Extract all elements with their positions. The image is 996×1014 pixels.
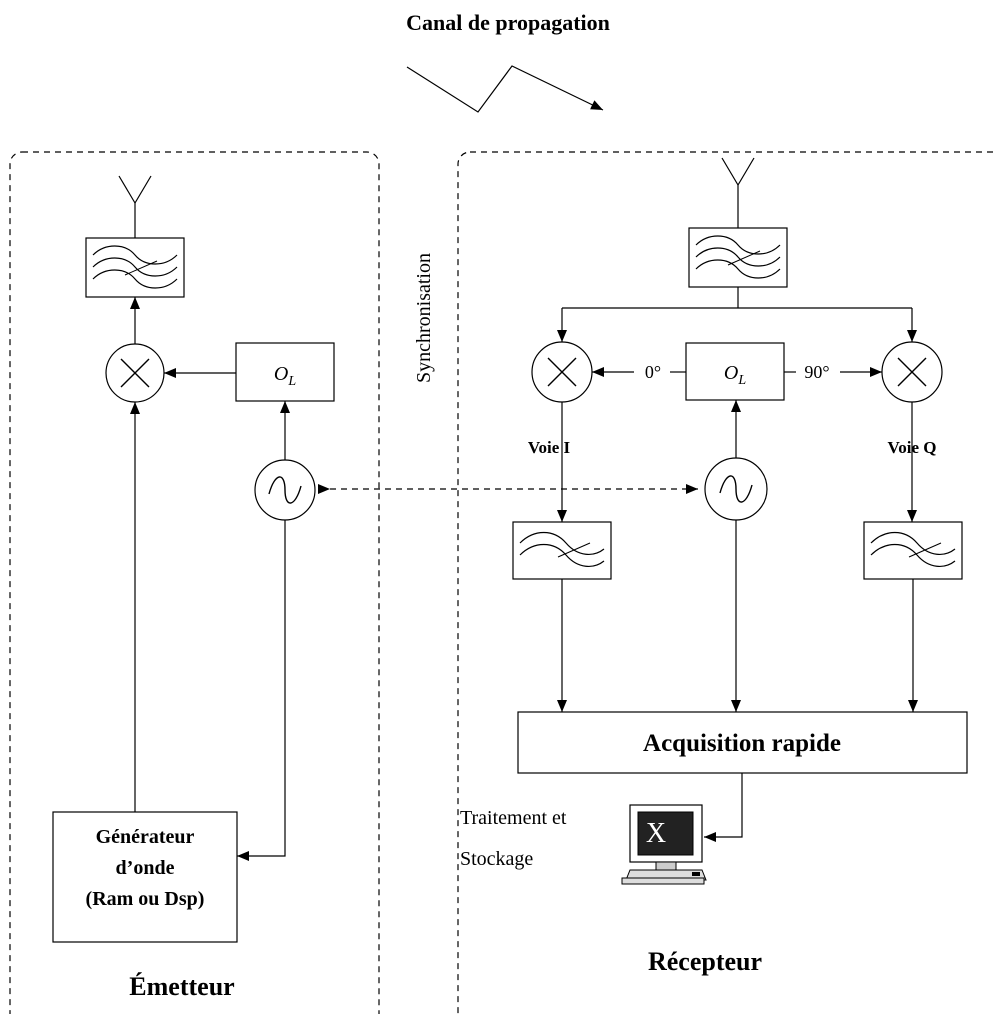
phase-0-label: 0° [645, 362, 661, 382]
rx-lo-label: O [724, 362, 738, 384]
rx-oscillator-icon [704, 457, 768, 521]
rx-lowpass-filter-i-icon [512, 521, 612, 580]
computer-icon: X [621, 804, 707, 885]
tx-bandpass-filter-icon [85, 237, 185, 298]
rx-lowpass-filter-q-icon [863, 521, 963, 580]
phase-90-label: 90° [804, 362, 829, 382]
rx-acquisition-to-computer-arrow [704, 773, 743, 842]
generator-label-line-2: d’onde [116, 857, 175, 879]
propagation-zigzag-icon [406, 65, 604, 113]
diagram-title: Canal de propagation [406, 10, 610, 35]
receiver-label: Récepteur [648, 947, 762, 976]
transmitter-label: Émetteur [129, 972, 234, 1001]
acquisition-label: Acquisition rapide [643, 730, 841, 757]
rx-mixer-q-icon [881, 341, 943, 403]
rx-local-oscillator-block: OL [685, 342, 785, 401]
waveform-generator-block: Générateur d’onde (Ram ou Dsp) [52, 811, 238, 943]
processing-label-line-2: Stockage [460, 848, 533, 870]
rx-bandpass-filter-icon [688, 227, 788, 288]
svg-text:OL: OL [274, 363, 296, 389]
tx-lo-label: O [274, 363, 288, 385]
channel-i-label: Voie I [528, 438, 571, 457]
processing-label-line-1: Traitement et [460, 807, 567, 829]
generator-label-line-3: (Ram ou Dsp) [86, 888, 205, 910]
tx-osc-to-generator-arrow [237, 520, 286, 861]
fast-acquisition-block: Acquisition rapide [517, 711, 968, 774]
tx-local-oscillator-block: OL [235, 342, 335, 402]
generator-label-line-1: Générateur [96, 826, 195, 848]
tx-antenna-icon [118, 175, 152, 238]
synchronisation-label: Synchronisation [413, 253, 435, 383]
tx-oscillator-icon [254, 459, 316, 521]
svg-text:X: X [646, 818, 666, 849]
svg-text:OL: OL [724, 362, 746, 388]
rx-antenna-icon [721, 157, 755, 228]
rx-mixer-i-icon [531, 341, 593, 403]
receiver-group-border [457, 151, 996, 1014]
tx-mixer-icon [105, 343, 165, 403]
rx-lo-subscript: L [737, 373, 746, 388]
tx-lo-subscript: L [287, 374, 296, 389]
